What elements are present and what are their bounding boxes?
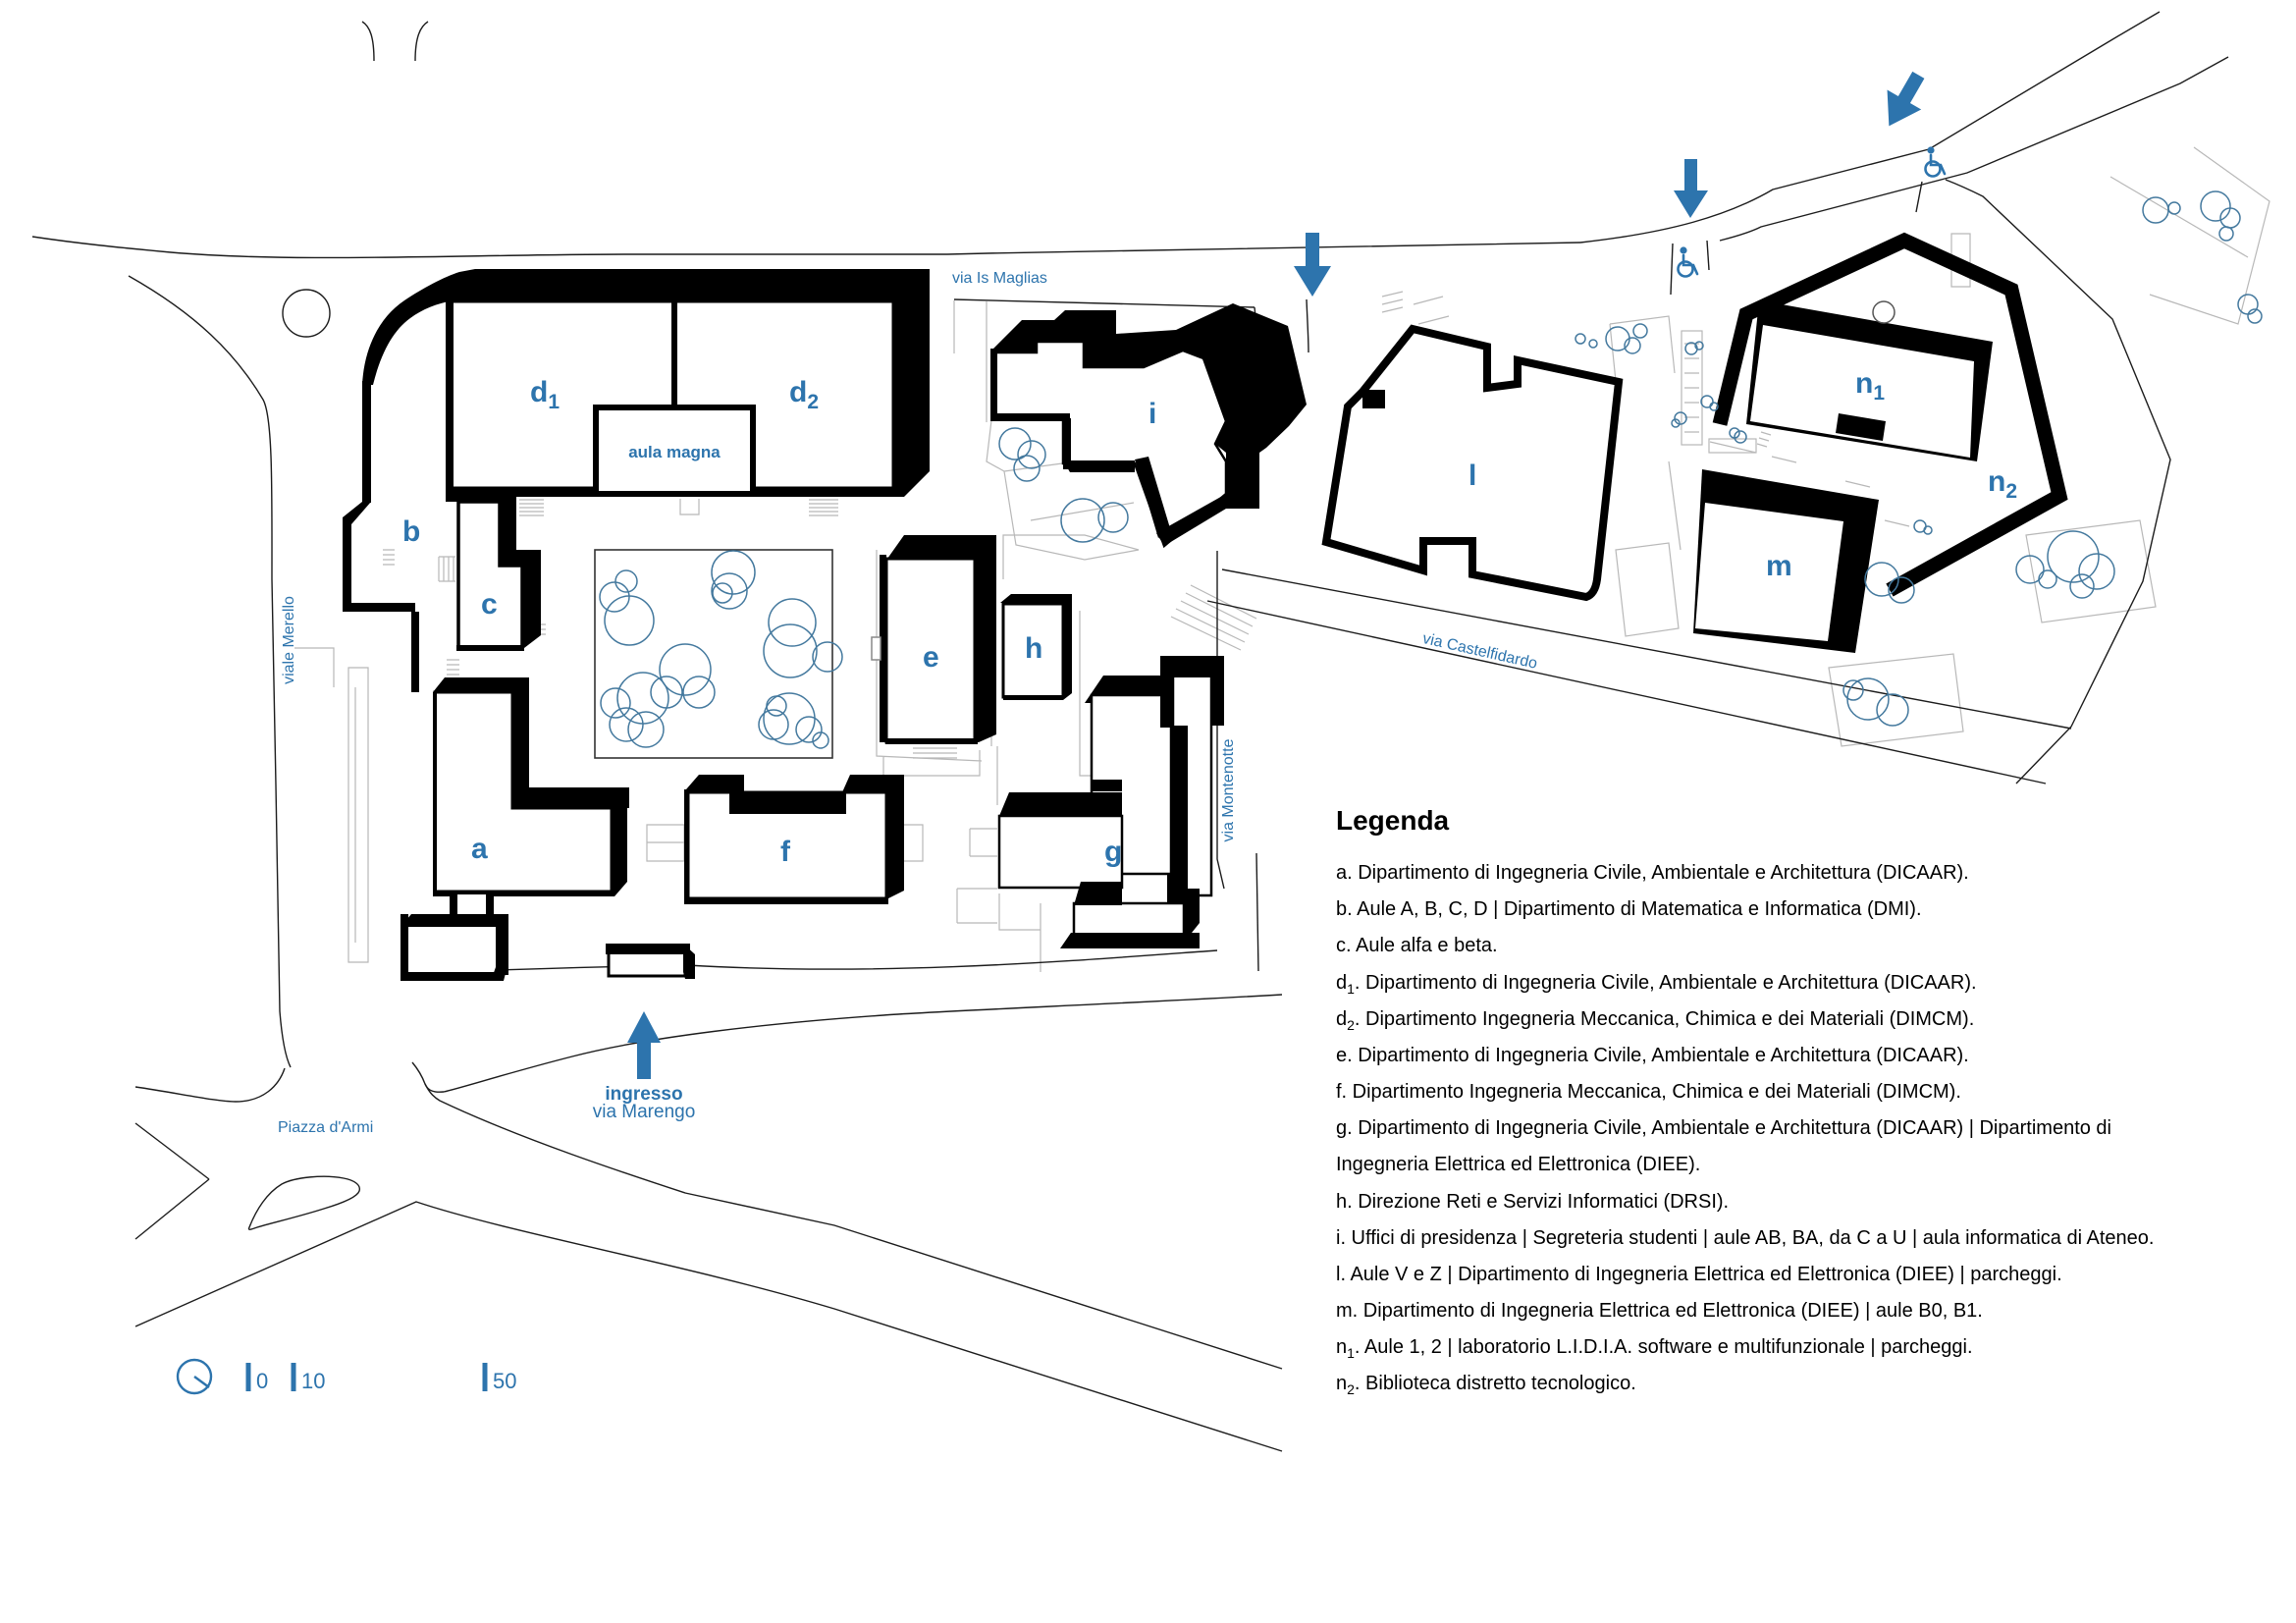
svg-text:e: e	[923, 641, 939, 674]
svg-text:Piazza d'Armi: Piazza d'Armi	[278, 1119, 373, 1136]
svg-text:g: g	[1104, 836, 1122, 868]
svg-text:viale Merello: viale Merello	[281, 596, 297, 684]
svg-text:h. Direzione Reti e Servizi In: h. Direzione Reti e Servizi Informatici …	[1336, 1191, 1729, 1213]
svg-text:via Marengo: via Marengo	[593, 1102, 696, 1122]
svg-text:h: h	[1025, 632, 1042, 665]
svg-text:e. Dipartimento di Ingegneria: e. Dipartimento di Ingegneria Civile, Am…	[1336, 1045, 1969, 1066]
svg-text:via Montenotte: via Montenotte	[1220, 738, 1237, 841]
svg-text:f: f	[780, 836, 791, 868]
svg-text:m. Dipartimento di Ingegneria: m. Dipartimento di Ingegneria Elettrica …	[1336, 1300, 1983, 1322]
svg-text:b: b	[402, 515, 420, 548]
svg-text:g. Dipartimento di Ingegneria: g. Dipartimento di Ingegneria Civile, Am…	[1336, 1117, 2111, 1139]
svg-text:c: c	[481, 588, 498, 621]
svg-text:n2. Biblioteca distretto tecno: n2. Biblioteca distretto tecnologico.	[1336, 1373, 1636, 1397]
svg-text:n1. Aule 1, 2 | laboratorio L.: n1. Aule 1, 2 | laboratorio L.I.D.I.A. s…	[1336, 1336, 1973, 1361]
svg-text:m: m	[1766, 550, 1792, 582]
svg-text:ingresso: ingresso	[605, 1084, 682, 1105]
svg-text:a: a	[471, 833, 488, 865]
svg-text:i: i	[1148, 398, 1156, 430]
svg-text:i. Uffici di presidenza | Segr: i. Uffici di presidenza | Segreteria stu…	[1336, 1227, 2154, 1249]
svg-text:0: 0	[256, 1369, 268, 1393]
svg-text:l. Aule V e Z | Dipartimento d: l. Aule V e Z | Dipartimento di Ingegner…	[1336, 1264, 2062, 1285]
svg-text:c. Aule alfa e beta.: c. Aule alfa e beta.	[1336, 935, 1498, 956]
svg-text:f. Dipartimento Ingegneria Mec: f. Dipartimento Ingegneria Meccanica, Ch…	[1336, 1081, 1961, 1103]
svg-text:l: l	[1468, 460, 1476, 492]
svg-text:via Is Maglias: via Is Maglias	[952, 270, 1047, 287]
svg-text:b. Aule A, B, C, D | Dipartim: b. Aule A, B, C, D | Dipartimento di Mat…	[1336, 898, 1922, 920]
svg-text:10: 10	[301, 1369, 325, 1393]
svg-text:d2. Dipartimento Ingegneria Me: d2. Dipartimento Ingegneria Meccanica, C…	[1336, 1008, 1974, 1033]
svg-text:a. Dipartimento di Ingegneria: a. Dipartimento di Ingegneria Civile, Am…	[1336, 862, 1969, 884]
svg-text:d1. Dipartimento di Ingegneri: d1. Dipartimento di Ingegneria Civile, A…	[1336, 972, 1977, 997]
svg-text:n2: n2	[1988, 465, 2017, 503]
svg-text:Ingegneria Elettrica ed Elettr: Ingegneria Elettrica ed Elettronica (DIE…	[1336, 1154, 1700, 1175]
svg-text:aula magna: aula magna	[628, 443, 721, 461]
svg-text:50: 50	[493, 1369, 516, 1393]
svg-text:Legenda: Legenda	[1336, 805, 1450, 836]
